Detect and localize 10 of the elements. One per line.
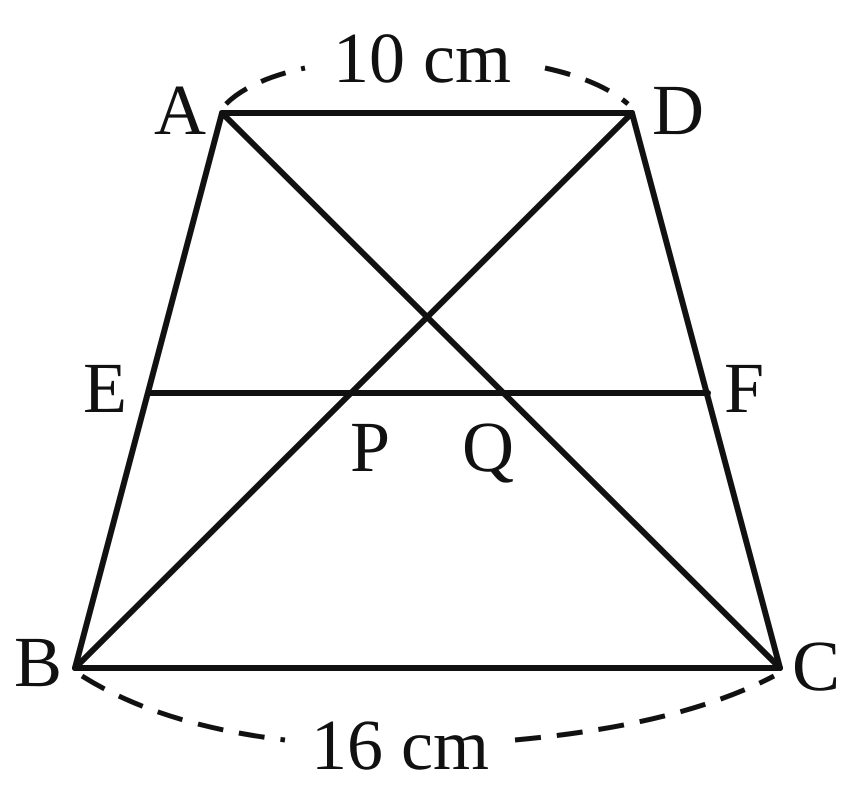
- point-label: P: [350, 411, 390, 483]
- point-label: B: [14, 626, 62, 698]
- point-label: E: [83, 352, 127, 424]
- dimension-label: 16 cm: [311, 709, 489, 781]
- point-label: Q: [462, 411, 514, 483]
- point-label: F: [724, 352, 764, 424]
- point-label: D: [652, 74, 704, 146]
- point-label: C: [792, 630, 840, 702]
- dimension-label: 10 cm: [333, 22, 511, 94]
- point-label: A: [154, 74, 206, 146]
